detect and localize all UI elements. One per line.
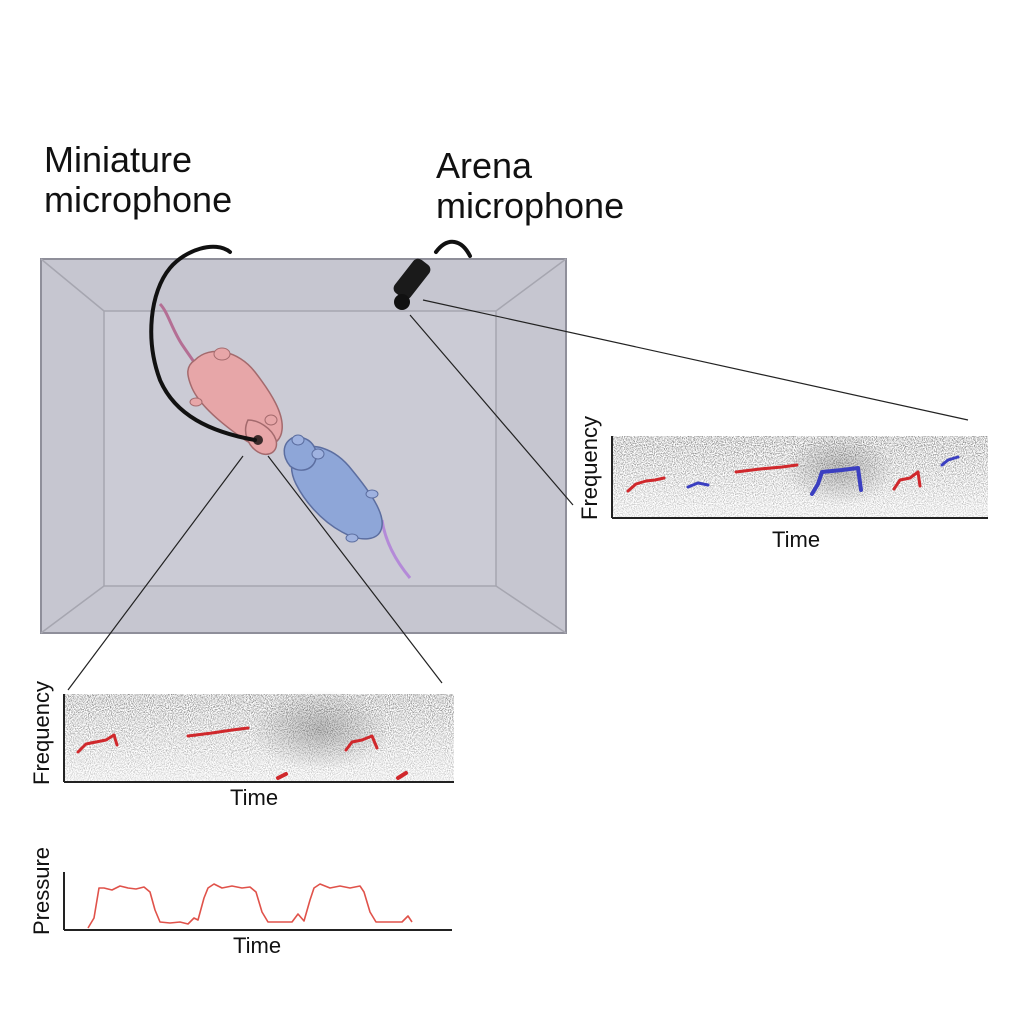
pink-mouse	[158, 302, 283, 456]
miniature-microphone-label: Miniature microphone	[44, 139, 233, 221]
pressure-line	[87, 883, 413, 929]
arena-call-red-2	[734, 463, 799, 474]
mini-call-red-4	[276, 772, 288, 780]
arena-call-blue-2	[810, 466, 863, 496]
callout-lines	[67, 299, 969, 691]
arena-spectrogram	[611, 435, 988, 519]
arena-call-blue-3	[940, 455, 960, 467]
mini-call-red-2	[186, 726, 250, 738]
arena-call-red-3	[892, 470, 922, 491]
mini-call-red-3	[344, 734, 379, 752]
miniature-microphone-cable	[149, 244, 257, 442]
arena-call-red-1	[626, 476, 666, 493]
mini-spectrogram	[63, 690, 454, 783]
arena-microphone	[393, 240, 472, 310]
blue-mouse	[283, 434, 412, 579]
mini-call-red-5	[396, 771, 408, 780]
arena-microphone-label: Arena microphone	[436, 145, 625, 227]
mini-spectrogram-xlabel: Time	[230, 785, 279, 810]
pressure-trace	[63, 872, 452, 931]
mini-call-red-1	[76, 733, 119, 754]
pressure-xlabel: Time	[233, 933, 282, 958]
arena-call-blue-1	[686, 481, 710, 489]
arena-spectrogram-xlabel: Time	[772, 527, 821, 552]
